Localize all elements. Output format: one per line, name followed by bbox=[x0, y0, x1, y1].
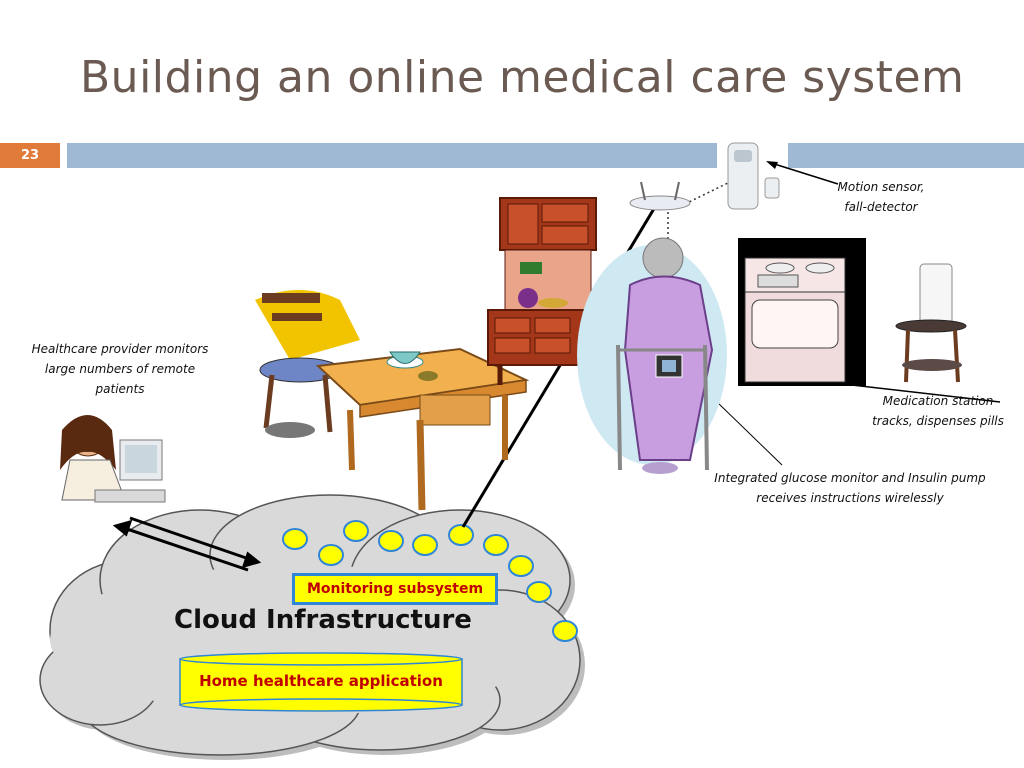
node bbox=[483, 534, 509, 556]
label-line: tracks, dispenses pills bbox=[872, 414, 1004, 428]
monitoring-subsystem-box: Monitoring subsystem bbox=[292, 573, 498, 605]
motion-sensor-label: Motion sensor, fall-detector bbox=[826, 177, 936, 217]
node bbox=[343, 520, 369, 542]
monitoring-nodes bbox=[282, 520, 578, 642]
motion-sensor-pointer bbox=[767, 161, 839, 185]
label-line: Motion sensor, bbox=[837, 180, 925, 194]
label-line: Healthcare provider monitors bbox=[31, 342, 209, 356]
node bbox=[552, 620, 578, 642]
chair-icon bbox=[255, 290, 360, 438]
database-cylinder bbox=[179, 652, 463, 712]
medication-station-icon bbox=[895, 263, 967, 383]
node bbox=[508, 555, 534, 577]
node bbox=[412, 534, 438, 556]
header-bar-left bbox=[67, 143, 717, 168]
slide-number: 23 bbox=[0, 143, 60, 168]
elderly-patient-icon bbox=[577, 237, 727, 474]
node bbox=[448, 524, 474, 546]
glucose-monitor-label: Integrated glucose monitor and Insulin p… bbox=[700, 468, 1000, 508]
label-line: large numbers of remote bbox=[44, 362, 196, 376]
node bbox=[526, 581, 552, 603]
node bbox=[378, 530, 404, 552]
cupboard-icon bbox=[487, 197, 599, 395]
page-title: Building an online medical care system bbox=[80, 52, 965, 103]
stove-icon bbox=[738, 238, 866, 386]
home-healthcare-application-label: Home healthcare application bbox=[199, 672, 443, 690]
node bbox=[318, 544, 344, 566]
label-line: Medication station bbox=[882, 394, 994, 408]
node bbox=[282, 528, 308, 550]
label-line: patients bbox=[95, 382, 145, 396]
table-icon bbox=[315, 347, 530, 511]
cloud-infrastructure-title: Cloud Infrastructure bbox=[174, 605, 472, 635]
label-line: Integrated glucose monitor and Insulin p… bbox=[714, 471, 986, 485]
healthcare-provider-icon bbox=[60, 415, 166, 503]
healthcare-provider-label: Healthcare provider monitors large numbe… bbox=[15, 339, 225, 399]
medication-station-label: Medication station tracks, dispenses pil… bbox=[863, 391, 1013, 431]
label-line: fall-detector bbox=[844, 200, 918, 214]
label-line: receives instructions wirelessly bbox=[756, 491, 944, 505]
provider-cloud-arrows bbox=[112, 516, 262, 572]
motion-sensor-icon bbox=[727, 142, 780, 210]
header-bar-right bbox=[788, 143, 1024, 168]
router-icon bbox=[629, 181, 691, 211]
